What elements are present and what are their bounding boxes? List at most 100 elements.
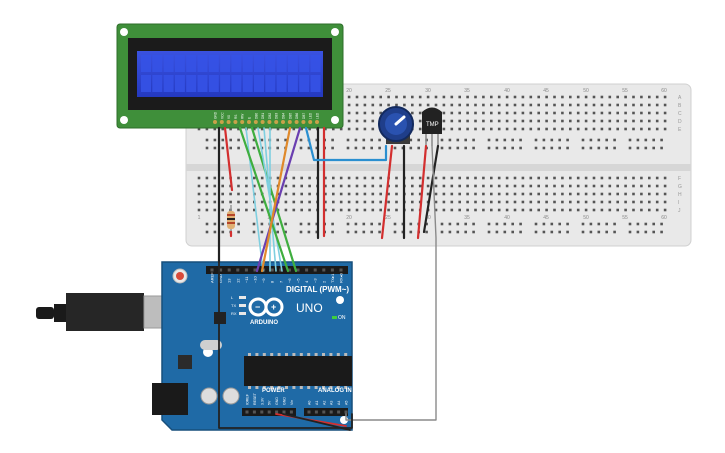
analog-pin[interactable] — [337, 410, 341, 414]
power-pin[interactable] — [289, 410, 293, 414]
digital-pin[interactable] — [339, 268, 343, 272]
digital-label: DIGITAL (PWM~) — [286, 285, 349, 294]
lcd-pin[interactable] — [308, 120, 313, 124]
digital-pin[interactable] — [219, 268, 223, 272]
lcd-pin[interactable] — [219, 120, 224, 124]
led-label: L — [231, 295, 234, 300]
wire-pot-wiper[interactable] — [304, 126, 388, 162]
digital-pin[interactable] — [244, 268, 248, 272]
digital-pin[interactable] — [287, 268, 291, 272]
lcd-pin[interactable] — [301, 120, 306, 124]
analog-header[interactable] — [304, 408, 348, 416]
lcd-pin[interactable] — [240, 120, 245, 124]
on-led — [332, 316, 337, 319]
analog-pin[interactable] — [344, 410, 348, 414]
power-pin[interactable] — [282, 410, 286, 414]
column-number: 25 — [385, 88, 391, 94]
digital-pin[interactable] — [270, 268, 274, 272]
tmp-label: TMP — [426, 122, 439, 128]
resistor[interactable] — [227, 205, 235, 235]
lcd-pin[interactable] — [260, 120, 265, 124]
breadboard-holes — [197, 95, 667, 212]
lcd-pin[interactable] — [226, 120, 231, 124]
digital-pin[interactable] — [210, 268, 214, 272]
digital-header[interactable] — [206, 266, 348, 274]
digital-pin-label: 12 — [235, 278, 240, 283]
digital-pin[interactable] — [330, 268, 334, 272]
mount-hole — [336, 296, 344, 304]
digital-pin[interactable] — [322, 268, 326, 272]
lcd-pin[interactable] — [294, 120, 299, 124]
analog-pin[interactable] — [314, 410, 318, 414]
wire-gnd-arduino[interactable] — [218, 261, 353, 429]
power-pin[interactable] — [275, 410, 279, 414]
digital-pin[interactable] — [253, 268, 257, 272]
wire-tmp-signal[interactable] — [345, 145, 437, 421]
tmp-body — [422, 112, 442, 134]
lcd-pin[interactable] — [281, 120, 285, 124]
analog-pin[interactable] — [307, 410, 311, 414]
power-pin[interactable] — [260, 410, 264, 414]
wire-lcd-en[interactable] — [238, 126, 290, 273]
digital-pin[interactable] — [296, 268, 300, 272]
temperature-sensor[interactable] — [422, 107, 442, 147]
analog-pin-label: A5 — [345, 401, 349, 405]
wire-pot-vcc[interactable] — [380, 144, 394, 240]
power-pin[interactable] — [267, 410, 271, 414]
wire-lcd-orange[interactable] — [260, 126, 292, 273]
column-number: 50 — [583, 215, 589, 221]
lcd-pin-label: DB3 — [275, 113, 279, 119]
power-pin-label: GND — [275, 397, 279, 405]
lcd-pin-label: GND — [214, 111, 218, 119]
digital-pin[interactable] — [227, 268, 231, 272]
potentiometer[interactable] — [378, 106, 414, 144]
usb-cable — [36, 307, 54, 319]
lcd-pin[interactable] — [213, 120, 217, 124]
lcd-pin[interactable] — [233, 120, 238, 124]
lcd-pin[interactable] — [315, 120, 319, 124]
analog-label: ANALOG IN — [318, 388, 352, 394]
digital-pin[interactable] — [313, 268, 317, 272]
digital-pin-label: TX▸1 — [330, 273, 335, 283]
lcd-pin-label: RS — [234, 115, 238, 119]
column-number: 20 — [346, 215, 352, 221]
lcd-mount-hole — [331, 28, 339, 36]
digital-pin-label: ~11 — [244, 276, 249, 283]
row-letter: A — [678, 95, 682, 101]
digital-pin-label: GND — [218, 274, 223, 283]
lcd-pin[interactable] — [287, 120, 292, 124]
lcd-mount-hole — [120, 116, 128, 124]
digital-pin[interactable] — [236, 268, 240, 272]
analog-pin[interactable] — [329, 410, 333, 414]
column-number: 60 — [661, 215, 667, 221]
wire-lcd-data[interactable] — [255, 126, 302, 273]
power-pin-label: GND — [283, 397, 287, 405]
wire-tmp-vcc[interactable] — [416, 144, 428, 240]
wire-tmp-gnd[interactable] — [422, 144, 440, 234]
digital-pin[interactable] — [305, 268, 309, 272]
analog-pin[interactable] — [322, 410, 326, 414]
lcd-pin[interactable] — [267, 120, 272, 124]
row-letter: G — [678, 184, 682, 190]
lcd-pin-label: DB4 — [282, 113, 286, 119]
wire-lcd-vcc[interactable] — [223, 126, 234, 192]
wire-lcd-d4[interactable] — [250, 126, 298, 273]
capacitor — [222, 387, 240, 405]
wires[interactable] — [217, 126, 440, 431]
lcd-pin[interactable] — [274, 120, 279, 124]
power-pin[interactable] — [252, 410, 256, 414]
column-number: 35 — [464, 88, 470, 94]
power-pin[interactable] — [245, 410, 249, 414]
on-label: ON — [338, 315, 346, 321]
digital-pin[interactable] — [279, 268, 283, 272]
tmp-top — [422, 107, 442, 112]
digital-pin-label: 7 — [278, 280, 283, 283]
lcd-pin[interactable] — [247, 120, 251, 124]
lcd-pin[interactable] — [253, 120, 258, 124]
wire-gnd2-arduino[interactable] — [282, 413, 351, 431]
svg-text:+: + — [271, 302, 276, 312]
